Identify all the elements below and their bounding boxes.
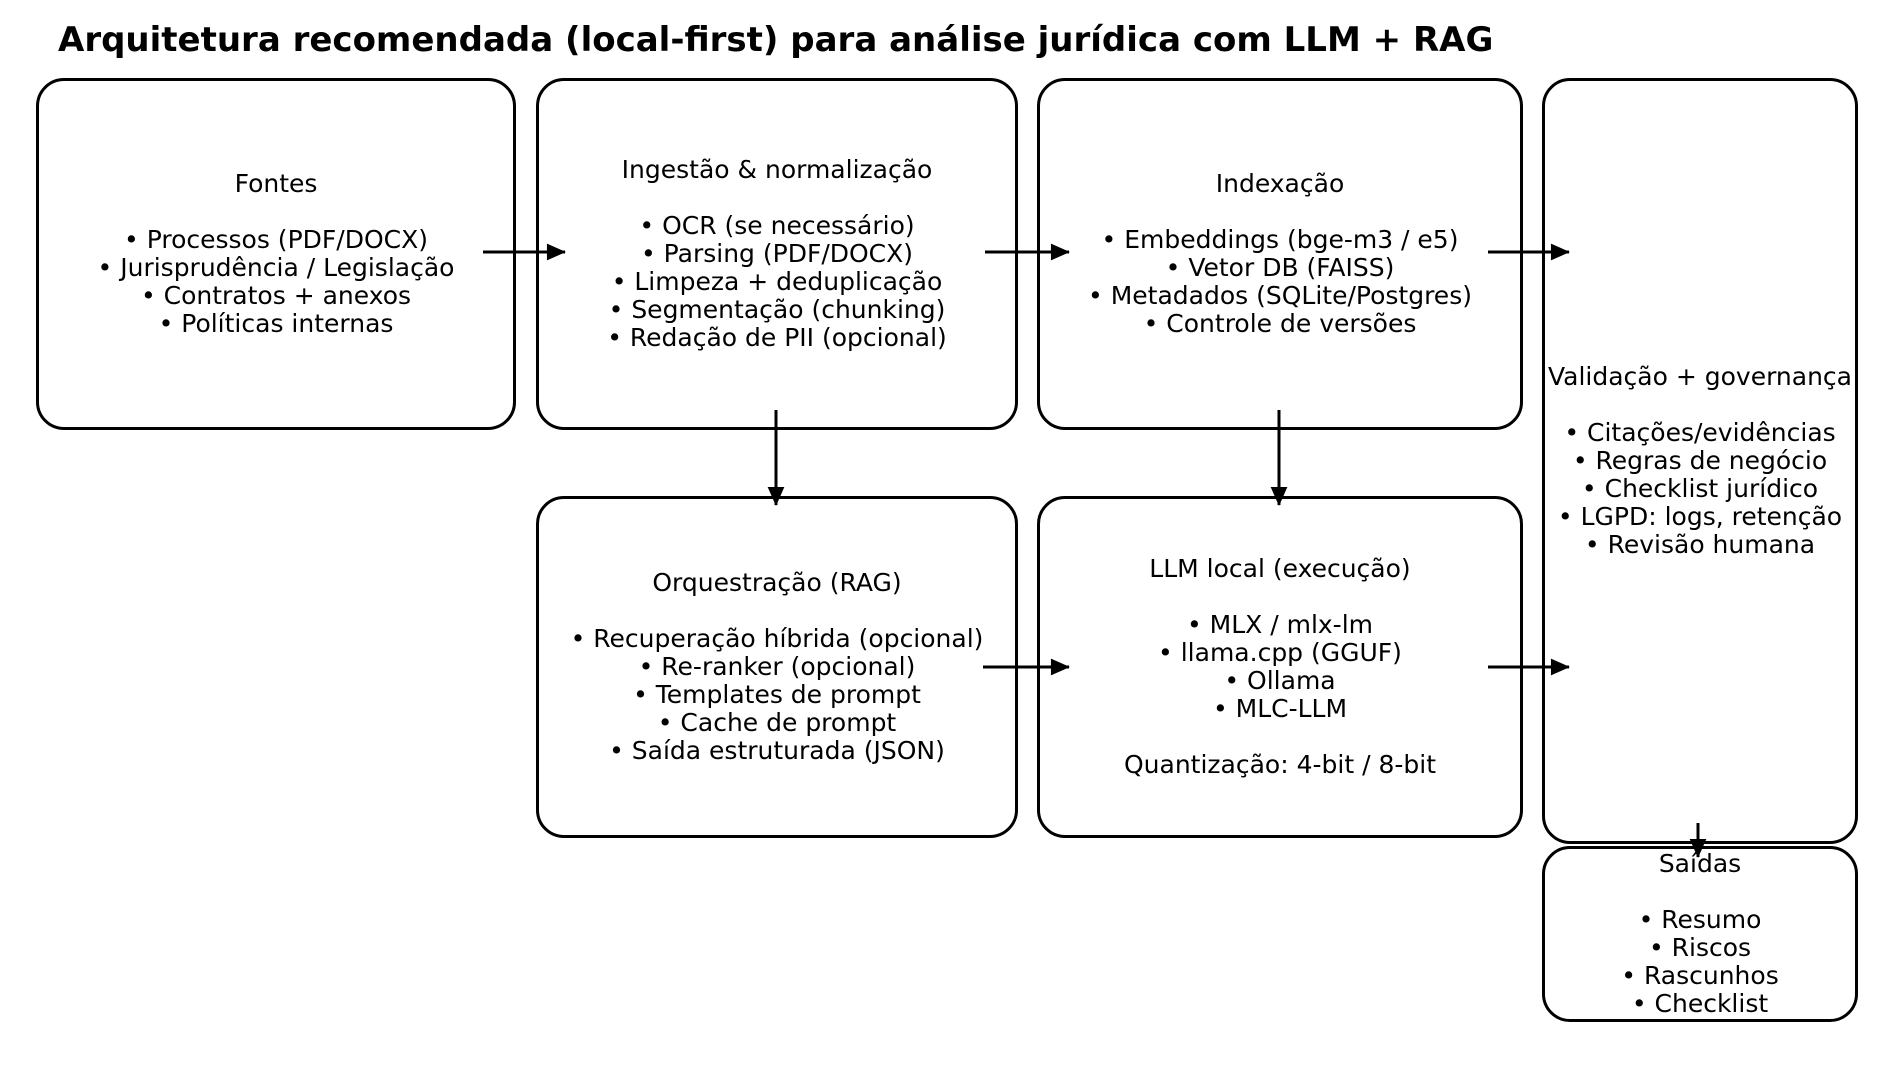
box-validacao-items: • Citações/evidências• Regras de negócio… bbox=[1558, 419, 1842, 559]
box-indexacao-items: • Embeddings (bge-m3 / e5)• Vetor DB (FA… bbox=[1088, 226, 1472, 338]
box-saidas: Saídas • Resumo• Riscos• Rascunhos• Chec… bbox=[1542, 846, 1858, 1022]
box-saidas-items: • Resumo• Riscos• Rascunhos• Checklist bbox=[1621, 906, 1778, 1018]
box-llm-quantization-note: Quantização: 4-bit / 8-bit bbox=[1123, 750, 1436, 779]
bullet-item: • Controle de versões bbox=[1143, 309, 1417, 338]
bullet-item: • Regras de negócio bbox=[1572, 446, 1828, 475]
bullet-item: • MLX / mlx-lm bbox=[1186, 610, 1374, 639]
bullet-item: • Cache de prompt bbox=[657, 708, 897, 737]
box-saidas-title: Saídas bbox=[1658, 849, 1742, 878]
bullet-item: • Rascunhos bbox=[1621, 961, 1779, 990]
box-ingestao-title: Ingestão & normalização bbox=[621, 155, 933, 184]
bullet-item: • Recuperação híbrida (opcional) bbox=[570, 624, 984, 653]
box-llm-items: • MLX / mlx-lm• llama.cpp (GGUF)• Ollama… bbox=[1158, 611, 1402, 723]
bullet-item: • Revisão humana bbox=[1584, 530, 1816, 559]
box-fontes: Fontes • Processos (PDF/DOCX)• Jurisprud… bbox=[36, 78, 516, 430]
bullet-item: • Re-ranker (opcional) bbox=[638, 652, 916, 681]
bullet-item: • Saída estruturada (JSON) bbox=[609, 736, 945, 765]
box-llm: LLM local (execução) • MLX / mlx-lm• lla… bbox=[1037, 496, 1523, 838]
bullet-item: • Políticas internas bbox=[158, 309, 394, 338]
bullet-item: • Checklist bbox=[1631, 989, 1769, 1018]
bullet-item: • Segmentação (chunking) bbox=[608, 295, 946, 324]
box-indexacao: Indexação • Embeddings (bge-m3 / e5)• Ve… bbox=[1037, 78, 1523, 430]
box-orquestracao: Orquestração (RAG) • Recuperação híbrida… bbox=[536, 496, 1018, 838]
bullet-item: • Processos (PDF/DOCX) bbox=[124, 225, 428, 254]
box-fontes-items: • Processos (PDF/DOCX)• Jurisprudência /… bbox=[98, 226, 455, 338]
diagram-title: Arquitetura recomendada (local-first) pa… bbox=[58, 20, 1494, 60]
bullet-item: • Ollama bbox=[1224, 666, 1336, 695]
bullet-item: • Embeddings (bge-m3 / e5) bbox=[1101, 225, 1459, 254]
box-llm-title: LLM local (execução) bbox=[1149, 554, 1411, 583]
bullet-item: • LGPD: logs, retenção bbox=[1557, 502, 1843, 531]
box-ingestao-items: • OCR (se necessário)• Parsing (PDF/DOCX… bbox=[607, 212, 947, 352]
box-ingestao: Ingestão & normalização • OCR (se necess… bbox=[536, 78, 1018, 430]
bullet-item: • MLC-LLM bbox=[1212, 694, 1348, 723]
bullet-item: • Limpeza + deduplicação bbox=[611, 267, 943, 296]
bullet-item: • Vetor DB (FAISS) bbox=[1165, 253, 1395, 282]
box-fontes-title: Fontes bbox=[234, 169, 318, 198]
box-validacao-title: Validação + governança bbox=[1547, 362, 1853, 391]
bullet-item: • Contratos + anexos bbox=[140, 281, 412, 310]
bullet-item: • Riscos bbox=[1648, 933, 1752, 962]
box-orquestracao-items: • Recuperação híbrida (opcional)• Re-ran… bbox=[571, 625, 984, 765]
bullet-item: • Templates de prompt bbox=[633, 680, 921, 709]
box-validacao: Validação + governança • Citações/evidên… bbox=[1542, 78, 1858, 844]
bullet-item: • Citações/evidências bbox=[1564, 418, 1836, 447]
bullet-item: • Jurisprudência / Legislação bbox=[97, 253, 455, 282]
bullet-item: • Resumo bbox=[1638, 905, 1762, 934]
bullet-item: • Checklist jurídico bbox=[1581, 474, 1819, 503]
bullet-item: • OCR (se necessário) bbox=[639, 211, 915, 240]
bullet-item: • Redação de PII (opcional) bbox=[607, 323, 947, 352]
bullet-item: • Metadados (SQLite/Postgres) bbox=[1088, 281, 1472, 310]
box-orquestracao-title: Orquestração (RAG) bbox=[652, 568, 902, 597]
bullet-item: • llama.cpp (GGUF) bbox=[1158, 638, 1402, 667]
box-indexacao-title: Indexação bbox=[1215, 169, 1345, 198]
bullet-item: • Parsing (PDF/DOCX) bbox=[640, 239, 914, 268]
